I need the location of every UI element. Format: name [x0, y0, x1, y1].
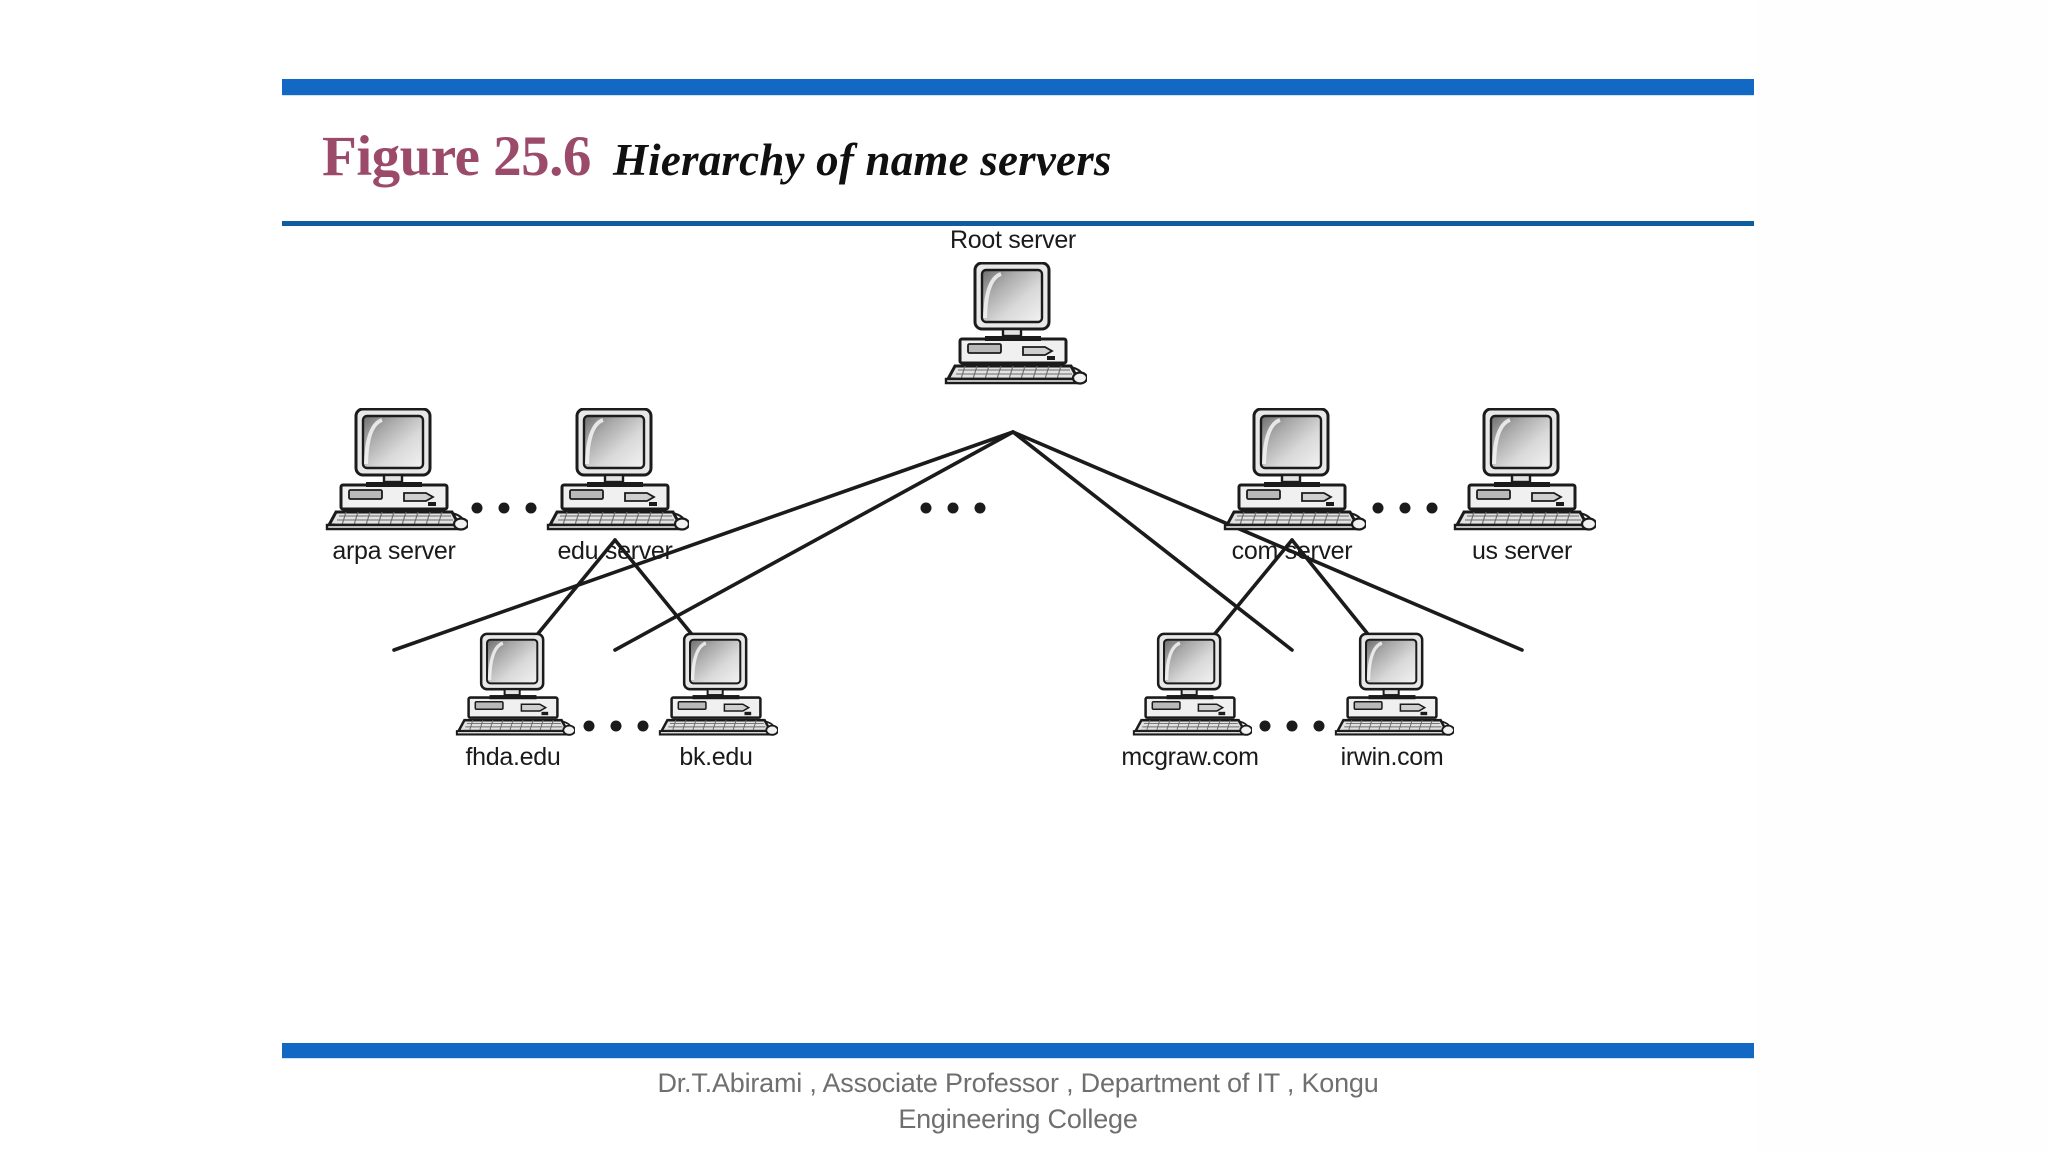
node-bk-edu[interactable]: bk.edu — [616, 632, 816, 770]
ellipsis-mcgraw-irwin — [1259, 720, 1325, 732]
node-label-bk-edu: bk.edu — [679, 743, 753, 771]
ellipsis-dot — [1313, 720, 1325, 732]
node-label-us-server: us server — [1471, 537, 1573, 565]
node-label-root-server: Root server — [950, 226, 1076, 254]
ellipsis-dot — [1286, 720, 1298, 732]
desktop-computer-icon — [1218, 408, 1366, 532]
ellipsis-dot — [947, 502, 959, 514]
desktop-computer-icon — [320, 408, 468, 532]
slide-header: Figure 25.6 Hierarchy of name servers — [322, 128, 1702, 202]
node-edu-server[interactable]: edu server — [515, 408, 715, 564]
node-arpa-server[interactable]: arpa server — [294, 408, 494, 564]
node-us-server[interactable]: us server — [1422, 408, 1622, 564]
node-label-mcgraw-com: mcgraw.com — [1121, 743, 1259, 771]
ellipsis-dot — [637, 720, 649, 732]
desktop-computer-icon — [451, 632, 575, 738]
figure-number-label: Figure 25.6 — [322, 125, 591, 188]
node-label-arpa-server: arpa server — [332, 537, 456, 565]
desktop-computer-icon — [541, 408, 689, 532]
ellipsis-dot — [498, 502, 510, 514]
desktop-computer-icon — [1128, 632, 1252, 738]
node-irwin-com[interactable]: irwin.com — [1292, 632, 1492, 770]
ellipsis-dot — [920, 502, 932, 514]
ellipsis-dot — [525, 502, 537, 514]
ellipsis-dot — [610, 720, 622, 732]
footer-line-1: Dr.T.Abirami , Associate Professor , Dep… — [657, 1068, 1379, 1098]
node-com-server[interactable]: com server — [1192, 408, 1392, 564]
figure-title: Hierarchy of name servers — [612, 135, 1112, 185]
bottom-accent-bar — [282, 1043, 1754, 1058]
ellipsis-dot — [583, 720, 595, 732]
ellipsis-dot — [974, 502, 986, 514]
diagram-stage: Root server — [282, 228, 1754, 1030]
node-fhda-edu[interactable]: fhda.edu — [413, 632, 613, 770]
header-divider-rule — [282, 221, 1754, 226]
ellipsis-dot — [1372, 502, 1384, 514]
slide-margin-right — [1756, 0, 2048, 1152]
node-label-edu-server: edu server — [557, 537, 673, 565]
footer-line-2: Engineering College — [898, 1103, 1138, 1134]
slide-footer: Dr.T.Abirami , Associate Professor , Dep… — [282, 1066, 1754, 1137]
ellipsis-dot — [471, 502, 483, 514]
ellipsis-edu-com — [920, 502, 986, 514]
ellipsis-arpa-edu — [471, 502, 537, 514]
desktop-computer-icon — [1330, 632, 1454, 738]
ellipsis-fhda-bk — [583, 720, 649, 732]
desktop-computer-icon — [939, 262, 1087, 386]
ellipsis-dot — [1399, 502, 1411, 514]
node-label-fhda-edu: fhda.edu — [465, 743, 561, 771]
top-accent-bar — [282, 79, 1754, 95]
node-label-irwin-com: irwin.com — [1340, 743, 1444, 771]
ellipsis-dot — [1426, 502, 1438, 514]
node-root-server[interactable]: Root server — [913, 228, 1113, 386]
ellipsis-com-us — [1372, 502, 1438, 514]
node-mcgraw-com[interactable]: mcgraw.com — [1090, 632, 1290, 770]
ellipsis-dot — [1259, 720, 1271, 732]
desktop-computer-icon — [1448, 408, 1596, 532]
desktop-computer-icon — [654, 632, 778, 738]
node-label-com-server: com server — [1231, 537, 1353, 565]
